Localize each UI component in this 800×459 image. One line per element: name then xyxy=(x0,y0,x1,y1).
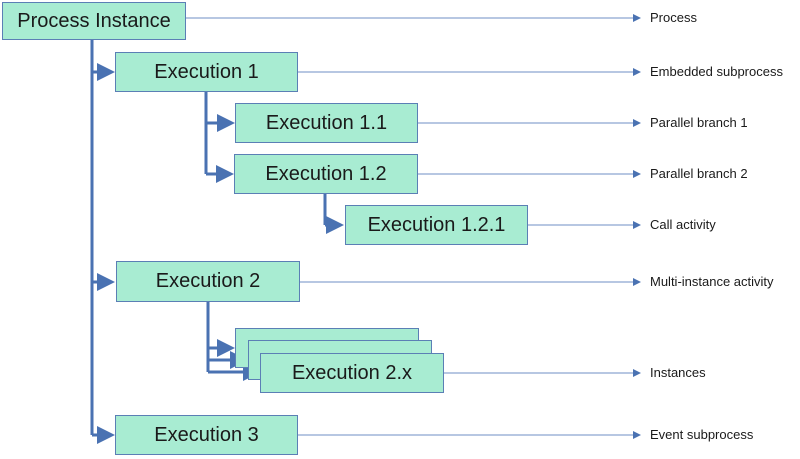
label-multi-instance-activity: Multi-instance activity xyxy=(650,274,774,289)
node-execution-2-x: Execution 2.x xyxy=(260,353,444,393)
node-execution-1: Execution 1 xyxy=(115,52,298,92)
node-execution-3: Execution 3 xyxy=(115,415,298,455)
label-parallel-branch-2: Parallel branch 2 xyxy=(650,166,748,181)
node-execution-2: Execution 2 xyxy=(116,261,300,302)
label-embedded-subprocess: Embedded subprocess xyxy=(650,64,783,79)
node-execution-1-1: Execution 1.1 xyxy=(235,103,418,143)
label-instances: Instances xyxy=(650,365,706,380)
node-execution-1-2-1: Execution 1.2.1 xyxy=(345,205,528,245)
label-event-subprocess: Event subprocess xyxy=(650,427,754,442)
label-call-activity: Call activity xyxy=(650,217,716,232)
node-process-instance: Process Instance xyxy=(2,2,186,40)
label-process: Process xyxy=(650,10,697,25)
label-parallel-branch-1: Parallel branch 1 xyxy=(650,115,748,130)
node-execution-1-2: Execution 1.2 xyxy=(234,154,418,194)
